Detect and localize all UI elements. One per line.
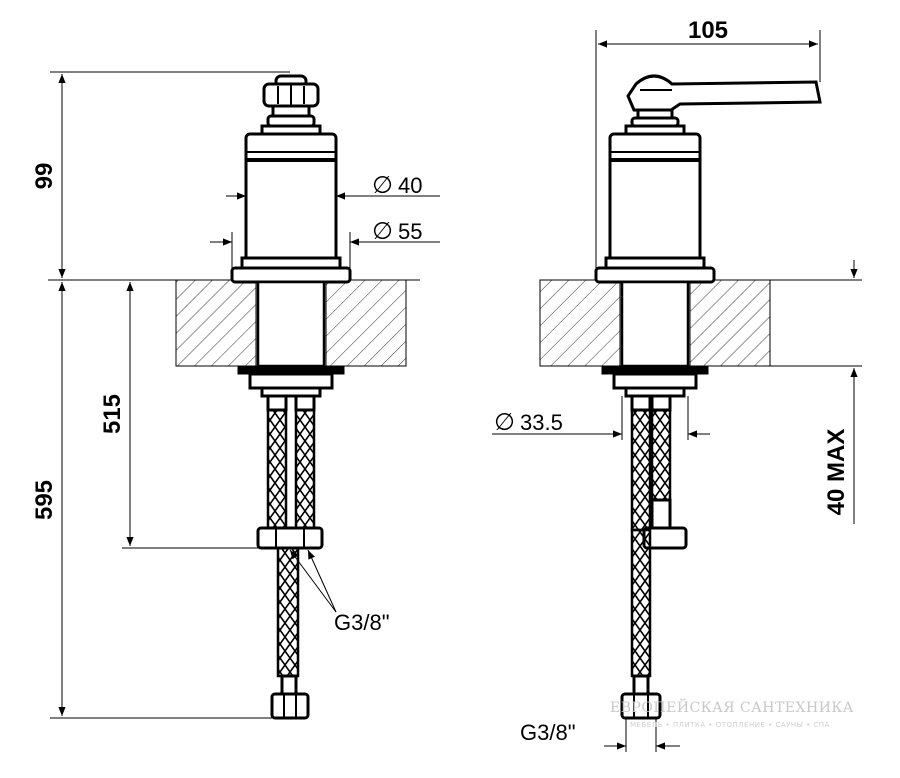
front-handle-knob bbox=[260, 74, 322, 136]
front-view: 99 595 515 ∅ 40 ∅ 55 G3/8" bbox=[31, 71, 440, 720]
side-deck-right bbox=[689, 279, 771, 367]
dim-diameter-55: 55 bbox=[398, 219, 422, 244]
thread-label-front: G3/8" bbox=[334, 610, 390, 635]
front-shank bbox=[237, 280, 345, 398]
side-view: 105 40 MAX ∅ 33.5 G3/8" bbox=[492, 17, 862, 752]
watermark-brand: ЕВРОПЕЙСКАЯ САНТЕХНИКА bbox=[610, 697, 854, 716]
side-hoses bbox=[620, 394, 688, 720]
dim-diameter-33-5: 33.5 bbox=[520, 410, 563, 435]
diameter-symbol-55: ∅ bbox=[372, 217, 393, 245]
dim-40-max: 40 MAX bbox=[823, 429, 850, 516]
dim-diameter-40: 40 bbox=[398, 173, 422, 198]
watermark-tagline: МЕБЕЛЬ • ПЛИТКА • ОТОПЛЕНИЕ • САУНЫ • СП… bbox=[630, 721, 830, 729]
thread-label-side: G3/8" bbox=[520, 720, 576, 745]
dim-105: 105 bbox=[688, 17, 728, 44]
dim-595: 595 bbox=[31, 480, 58, 520]
diameter-symbol-40: ∅ bbox=[372, 171, 393, 199]
dim-515: 515 bbox=[99, 394, 126, 434]
front-hoses bbox=[256, 394, 324, 720]
front-deck-right bbox=[325, 279, 407, 367]
side-shank bbox=[601, 280, 709, 398]
front-deck-left bbox=[175, 279, 257, 367]
side-deck-left bbox=[539, 279, 621, 367]
side-body bbox=[594, 132, 716, 284]
watermark: ЕВРОПЕЙСКАЯ САНТЕХНИКА МЕБЕЛЬ • ПЛИТКА •… bbox=[610, 697, 854, 729]
front-body bbox=[230, 132, 352, 284]
diameter-symbol-33-5: ∅ bbox=[494, 408, 515, 436]
dim-99: 99 bbox=[31, 163, 58, 190]
side-lever-handle bbox=[624, 74, 822, 136]
